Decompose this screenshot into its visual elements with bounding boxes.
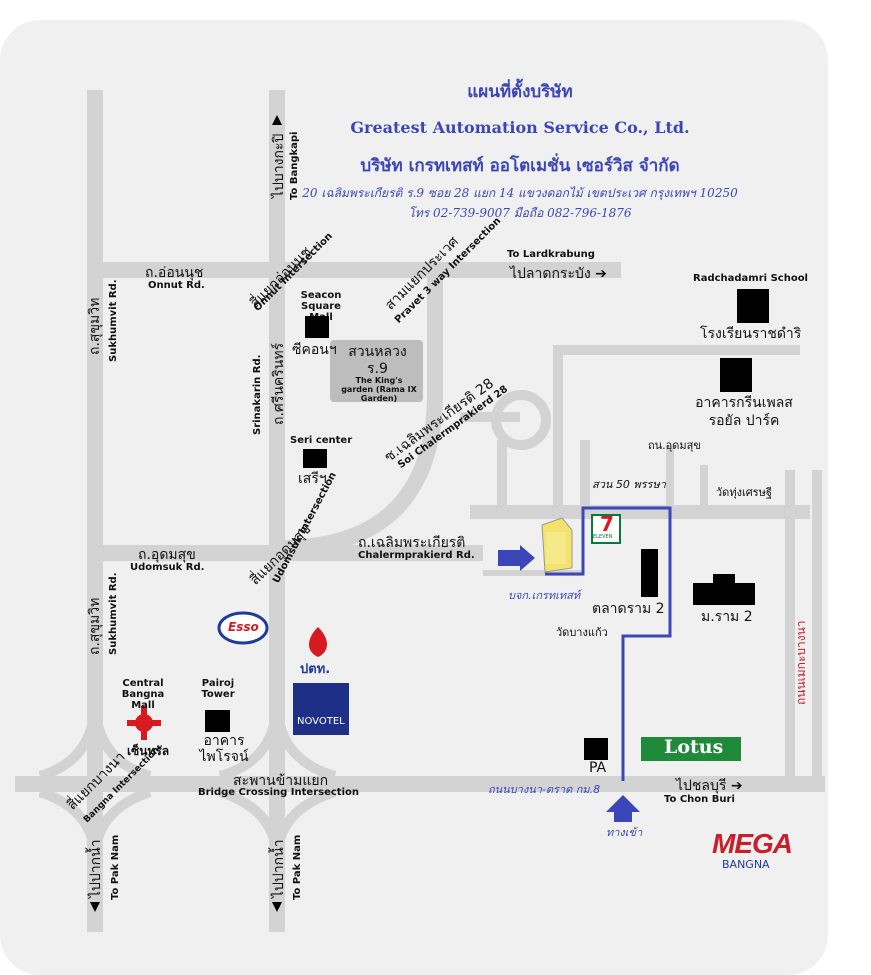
label-to-lardkrabung-en: To Lardkrabung: [507, 249, 595, 260]
label-seven-sub: ELEVEN: [593, 534, 613, 540]
label-udomsuk-th: ถ.อุดมสุข: [138, 547, 196, 563]
label-chalerm-th: ถ.เฉลิมพระเกียรติ: [358, 535, 466, 551]
company-building-icon: [541, 517, 573, 573]
company-name-th: บริษัท เกรทเทสท์ ออโตเมชั่น เซอร์วิส จำก…: [360, 156, 680, 176]
entrance-arrow-icon: [606, 795, 640, 822]
label-seacon-th: ซีคอนฯ: [292, 342, 337, 358]
label-novotel: NOVOTEL: [297, 716, 345, 727]
label-moo: ม.ราม 2: [701, 609, 753, 625]
label-mega-sub: BANGNA: [722, 858, 770, 871]
label-to-paknam-th-2: ไปปากน้ำ: [271, 839, 287, 898]
label-to-bangkapi-en: To Bangkapi: [289, 131, 300, 200]
label-chalerm-en: Chalermprakierd Rd.: [358, 550, 475, 561]
moo-roof-icon: [713, 574, 735, 584]
label-lotus: Lotus: [664, 736, 724, 758]
seven-eleven-logo-icon: [591, 514, 621, 544]
arrow-up-icon: [272, 115, 282, 125]
central-logo-icon: [127, 706, 161, 740]
label-suan50: สวน 50 พรรษา: [592, 478, 666, 491]
moo-building-icon: [693, 583, 755, 605]
label-bridge-en: Bridge Crossing Intersection: [198, 787, 359, 798]
label-seri-th: เสรีฯ: [298, 471, 327, 487]
label-to-paknam-en: To Pak Nam: [110, 834, 121, 900]
label-to-chonburi-th: ไปชลบุรี ➔: [676, 778, 743, 794]
label-to-lardkrabung-th: ไปลาดกระบัง ➔: [510, 266, 607, 282]
label-seri-en: Seri center: [290, 435, 353, 446]
label-seven: 7: [600, 512, 614, 536]
label-mega-road: ถนนเมกะบางนา: [794, 620, 808, 705]
company-phone: โทร 02-739-9007 มือถือ 082-796-1876: [408, 206, 632, 220]
greenplace-building-icon: [720, 358, 752, 392]
label-esso: Esso: [228, 620, 259, 634]
label-srinakarin-th: ถ.ศรีนครินทร์: [271, 342, 287, 425]
arrow-down-icon: [272, 902, 282, 912]
company-arrow-icon: [498, 545, 535, 571]
label-rama9-en: The King's garden (Rama IX Garden): [341, 376, 417, 403]
label-to-paknam-en-2: To Pak Nam: [292, 834, 303, 900]
label-udomsuk-small: ถน.อุดมสุข: [648, 439, 701, 452]
seri-building-icon: [303, 449, 327, 468]
label-wat-thung: วัดทุ่งเศรษฐี: [716, 486, 772, 499]
label-mega: MEGA: [712, 828, 793, 859]
label-sukhumvit-en: Sukhumvit Rd.: [108, 279, 119, 363]
pairoj-building-icon: [205, 710, 230, 732]
label-to-bangkapi-th: ไปบางกะปิ: [271, 133, 287, 198]
label-sukhumvit-th-2: ถ.สุขุมวิท: [87, 597, 103, 655]
label-ptt: ปตท.: [300, 662, 331, 677]
company-address: 20 เฉลิมพระเกียรติ ร.9 ซอย 28 แยก 14 แขว…: [302, 186, 738, 200]
seacon-building-icon: [305, 316, 329, 338]
label-radchadamri-en: Radchadamri School: [693, 273, 808, 284]
label-greenplace: อาคารกรีนเพลส รอยัล ปาร์ค: [695, 395, 793, 429]
label-entrance: ทางเข้า: [606, 826, 643, 839]
talad-building-icon: [641, 549, 658, 597]
pa-building-icon: [584, 738, 608, 760]
map-title: แผนที่ตั้งบริษัท: [467, 82, 573, 102]
chalerm-curve-road: [284, 278, 443, 556]
lotus-logo-box: [641, 737, 741, 761]
label-srinakarin-en: Srinakarin Rd.: [252, 354, 263, 435]
roundabout: [491, 390, 551, 450]
label-pa: PA: [589, 760, 607, 776]
label-central-en: Central Bangna Mall: [121, 678, 165, 711]
label-bridge-th: สะพานข้ามแยก: [233, 773, 329, 789]
label-central-th: เซ็นทรัล: [127, 744, 170, 758]
novotel-logo-box: [293, 683, 349, 735]
label-bangna-trat: ถนนบางนา-ตราด กม.8: [488, 783, 601, 796]
label-onnut-th: ถ.อ่อนนุช: [145, 265, 204, 281]
label-to-paknam-th: ไปปากน้ำ: [88, 839, 104, 898]
route-line: [545, 506, 672, 781]
label-radchadamri-th: โรงเรียนราชดำริ: [700, 326, 802, 342]
company-name-en: Greatest Automation Service Co., Ltd.: [350, 118, 690, 137]
label-sukhumvit-th: ถ.สุขุมวิท: [87, 297, 103, 355]
label-onnut-en: Onnut Rd.: [148, 280, 205, 291]
label-rama9-th: สวนหลวง ร.9: [348, 344, 407, 377]
esso-logo-icon: [217, 611, 269, 645]
label-wat-bangkaeo: วัดบางแก้ว: [556, 626, 608, 639]
label-to-chonburi-en: To Chon Buri: [664, 794, 735, 805]
rama9-garden-box: [330, 340, 423, 402]
label-sukhumvit-en-2: Sukhumvit Rd.: [108, 572, 119, 656]
label-udomsuk-en: Udomsuk Rd.: [130, 562, 205, 573]
radchadamri-building-icon: [737, 289, 769, 323]
label-company-short: บจก.เกรทเทสท์: [508, 589, 581, 602]
label-pairoj-en: Pairoj Tower: [201, 678, 235, 700]
ptt-flame-icon: [308, 627, 328, 657]
label-pairoj-th: อาคาร ไพโรจน์: [199, 733, 249, 765]
bangna-intersection-curves: [38, 699, 337, 861]
label-talad: ตลาดราม 2: [592, 601, 665, 617]
arrow-down-icon: [90, 902, 100, 912]
